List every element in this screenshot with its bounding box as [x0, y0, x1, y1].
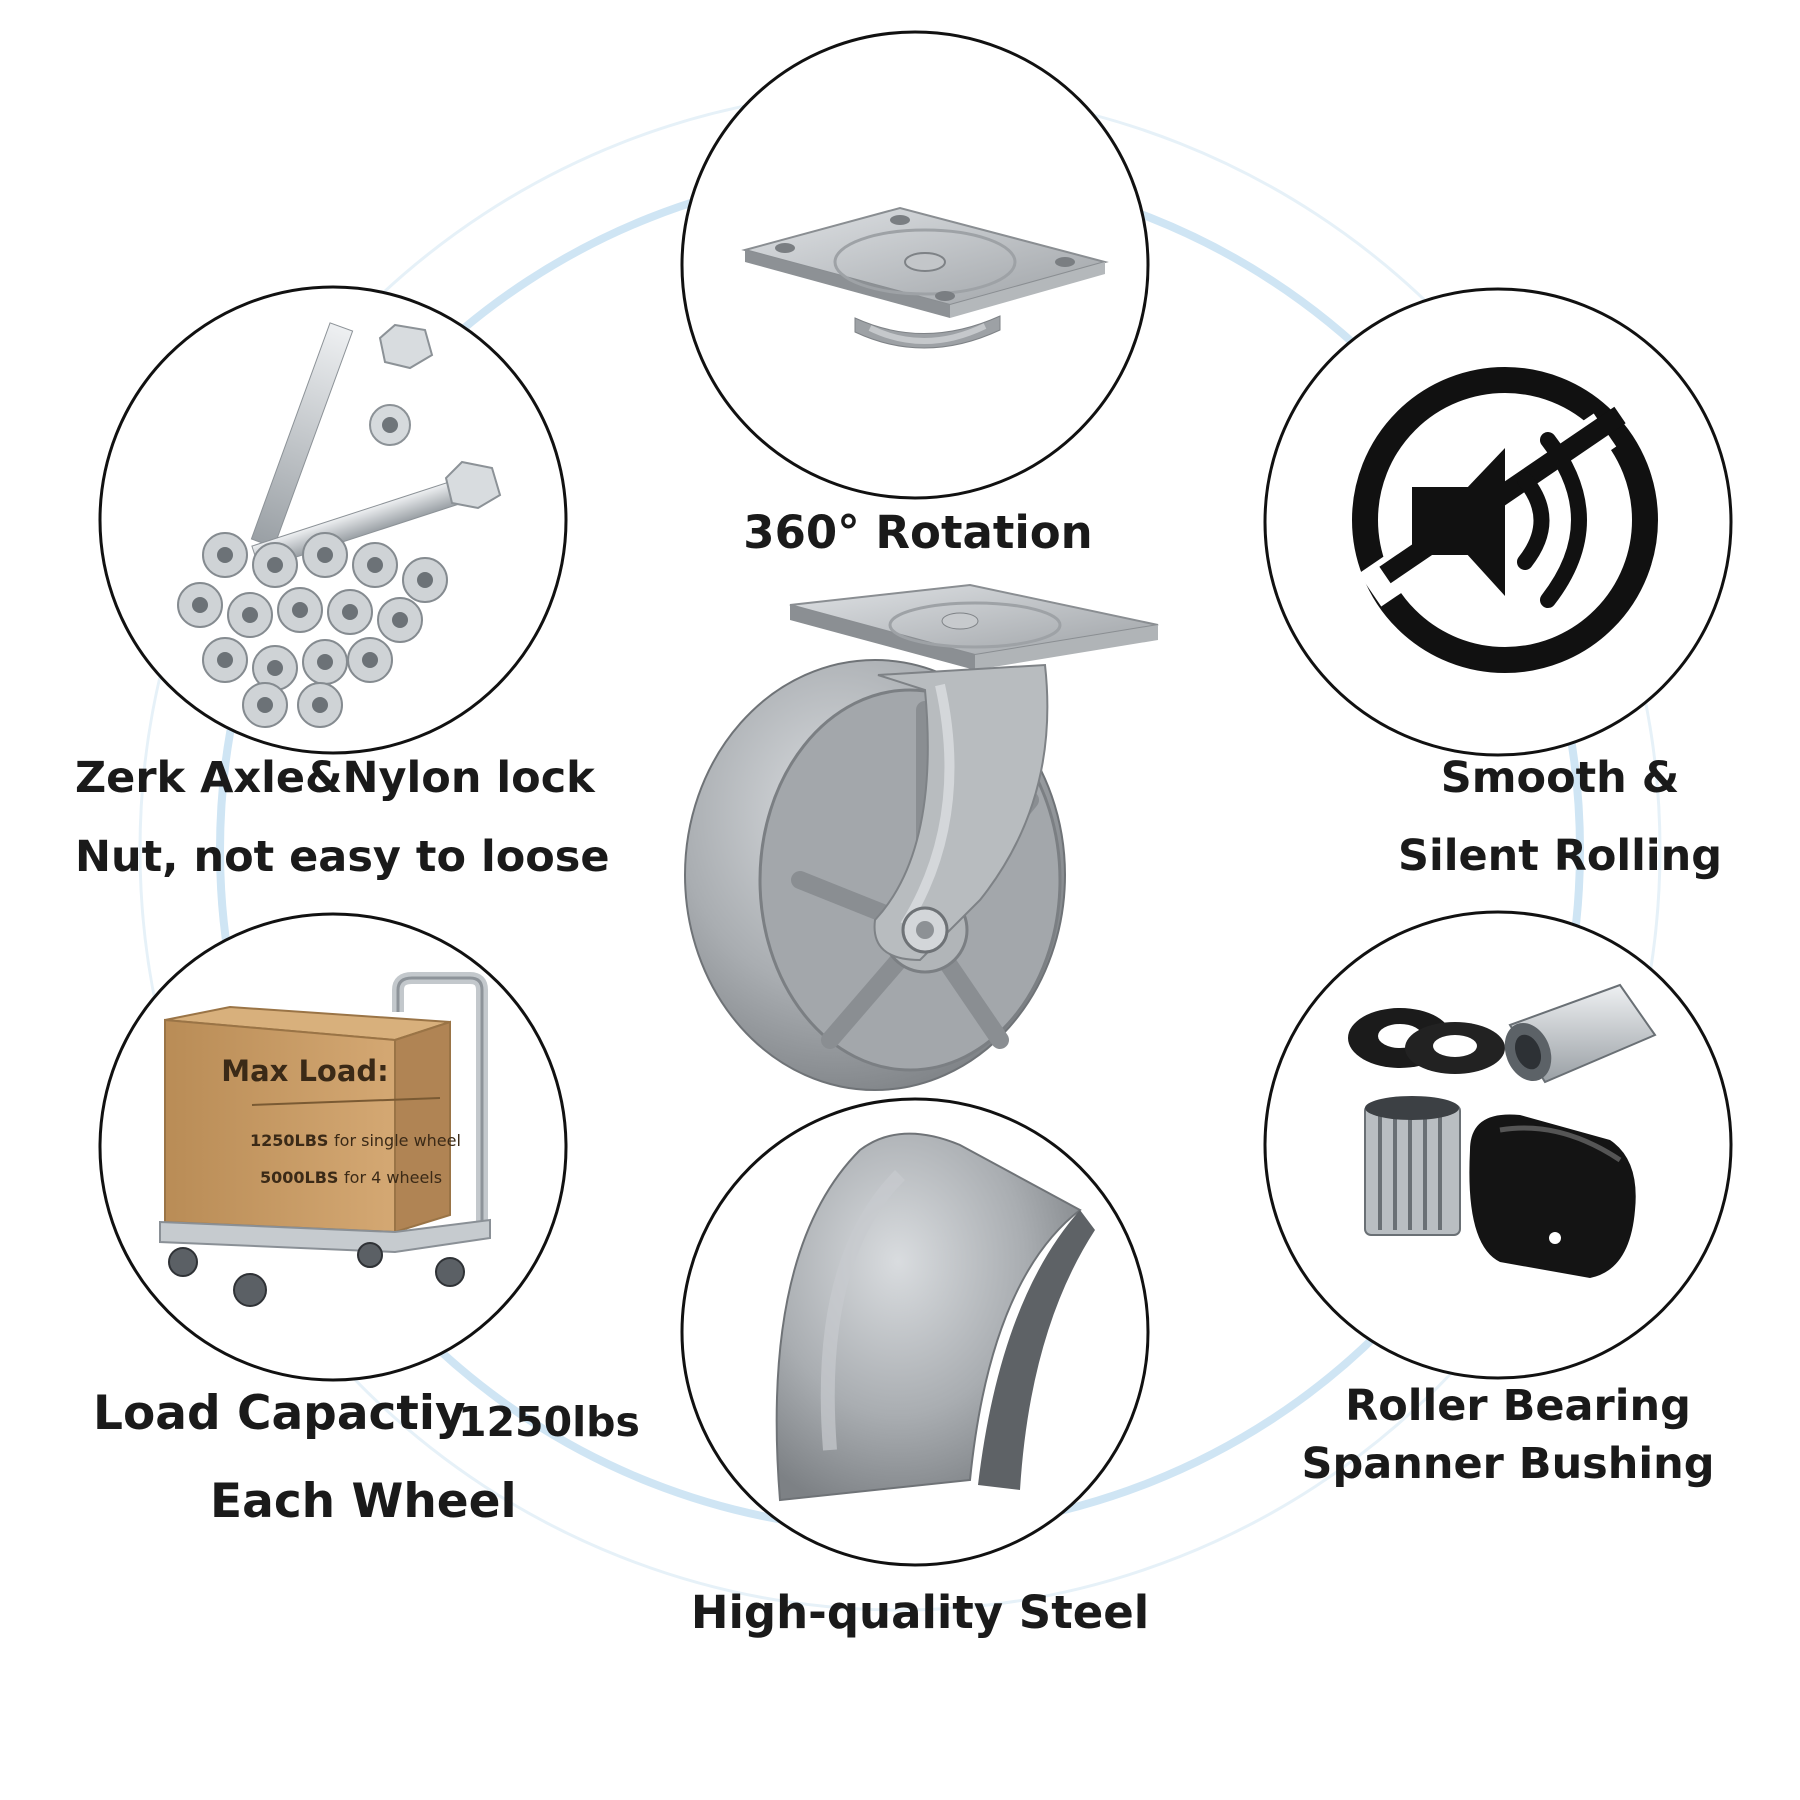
rotation-label: 360° Rotation — [743, 506, 1093, 559]
box-line2-bold: 5000LBS — [260, 1168, 339, 1187]
mounting-plate-image — [741, 206, 1109, 349]
caster-wheel-image — [684, 583, 1159, 1091]
bearing-circle — [1263, 910, 1733, 1380]
hardware-label-line2: Nut, not easy to loose — [75, 832, 610, 882]
bearing-label-line2: Spanner Bushing — [1301, 1439, 1715, 1489]
steel-rim-image — [775, 1132, 1095, 1502]
silent-circle — [1263, 287, 1733, 757]
bolts-and-nuts-image — [177, 322, 502, 728]
silent-label-line2: Silent Rolling — [1397, 831, 1723, 881]
hardware-label-line1: Zerk Axle&Nylon lock — [75, 753, 595, 803]
roller-bearing-parts-image — [1348, 983, 1657, 1278]
steel-label: High-quality Steel — [690, 1586, 1150, 1639]
steel-quality-circle — [680, 1097, 1150, 1567]
each-wheel-label: Each Wheel — [210, 1474, 517, 1529]
speaker-muted-icon — [1352, 367, 1658, 673]
bearing-label-line1: Roller Bearing — [1345, 1381, 1691, 1431]
box-line2-rest: for 4 wheels — [344, 1168, 443, 1187]
rotation-circle — [680, 30, 1150, 500]
box-line1-rest: for single wheel — [334, 1131, 461, 1150]
box-line1: 1250LBS for single wheel — [250, 1133, 461, 1149]
cart-with-box-image — [159, 972, 491, 1307]
load-value-label: 1250lbs — [458, 1398, 640, 1446]
hardware-circle — [98, 285, 568, 755]
box-line2: 5000LBS for 4 wheels — [260, 1170, 442, 1186]
box-title: Max Load: — [221, 1054, 389, 1088]
load-capacity-circle — [98, 912, 568, 1382]
box-line1-bold: 1250LBS — [250, 1131, 329, 1150]
load-capacity-label: Load Capactiy — [93, 1386, 466, 1441]
silent-label-line1: Smooth & — [1440, 753, 1680, 803]
